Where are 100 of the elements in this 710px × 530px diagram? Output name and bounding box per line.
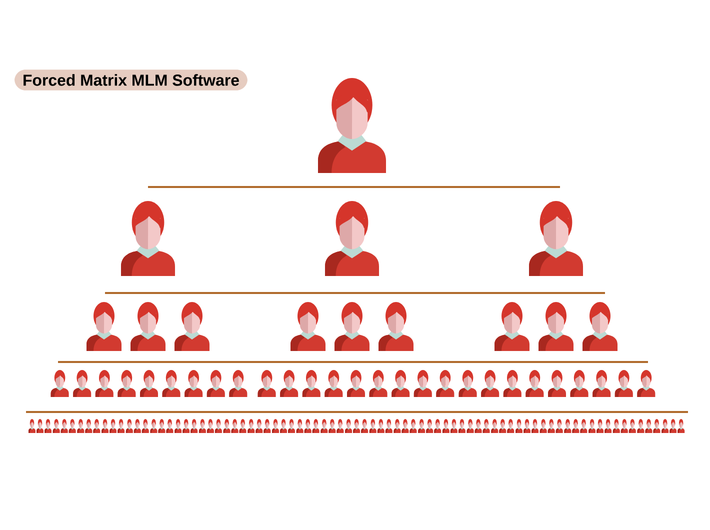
person-icon — [540, 418, 547, 433]
person-icon — [140, 370, 158, 397]
person-icon — [503, 370, 522, 397]
person-icon — [458, 370, 477, 397]
person-icon — [507, 418, 514, 433]
person-icon — [36, 418, 44, 433]
person-icon — [130, 302, 166, 351]
person-icon — [442, 418, 450, 433]
person-icon — [182, 418, 190, 433]
person-icon — [369, 418, 376, 433]
person-icon — [174, 302, 210, 351]
person-icon — [556, 418, 563, 433]
person-icon — [190, 418, 198, 433]
person-icon — [102, 418, 109, 433]
person-icon — [614, 370, 633, 397]
person-icon — [678, 418, 685, 433]
person-icon — [499, 418, 506, 433]
person-icon — [52, 418, 60, 433]
person-icon — [296, 418, 304, 433]
person-icon — [418, 418, 426, 433]
person-icon — [86, 302, 122, 351]
person-icon — [361, 418, 368, 433]
person-icon — [206, 418, 214, 433]
person-icon — [264, 418, 271, 433]
person-icon — [410, 418, 417, 433]
person-icon — [44, 418, 52, 433]
person-icon — [353, 418, 360, 433]
person-icon — [290, 302, 326, 351]
person-icon — [450, 418, 458, 433]
person-icon — [93, 418, 100, 433]
person-icon — [637, 370, 656, 397]
person-icon — [369, 370, 388, 397]
person-icon — [604, 418, 612, 433]
person-icon — [345, 418, 352, 433]
person-icon — [50, 370, 69, 397]
person-icon — [288, 418, 295, 433]
person-icon — [436, 370, 454, 397]
person-icon — [516, 418, 522, 433]
person-icon — [612, 418, 620, 433]
person-icon — [162, 370, 180, 397]
person-icon — [239, 418, 246, 433]
person-icon — [596, 418, 604, 433]
person-icon — [645, 418, 652, 433]
person-icon — [334, 302, 370, 351]
person-icon — [184, 370, 203, 397]
person-icon — [532, 418, 538, 433]
person-icon — [258, 370, 276, 397]
person-icon — [272, 418, 279, 433]
person-icon — [229, 370, 248, 397]
person-icon — [206, 370, 225, 397]
person-icon — [95, 370, 114, 397]
person-icon — [548, 370, 566, 397]
person-icon — [434, 418, 442, 433]
person-icon — [248, 418, 255, 433]
person-icon — [320, 418, 328, 433]
person-icon — [325, 201, 379, 276]
person-icon — [529, 201, 583, 276]
title: Forced Matrix MLM Software — [14, 70, 248, 90]
person-icon — [662, 418, 669, 433]
person-icon — [302, 370, 320, 397]
person-icon — [402, 418, 409, 433]
person-icon — [73, 370, 92, 397]
person-icon — [653, 418, 660, 433]
person-icon — [77, 418, 84, 433]
person-icon — [482, 418, 490, 433]
person-icon — [570, 370, 588, 397]
person-icon — [548, 418, 555, 433]
person-icon — [392, 370, 410, 397]
person-icon — [414, 370, 432, 397]
person-icon — [580, 418, 588, 433]
person-icon — [280, 370, 298, 397]
person-icon — [564, 418, 572, 433]
person-icon — [628, 418, 636, 433]
person-icon — [582, 302, 618, 351]
person-icon — [481, 370, 500, 397]
person-icon — [231, 418, 238, 433]
person-icon — [426, 418, 434, 433]
person-icon — [378, 302, 414, 351]
person-icon — [60, 418, 68, 433]
person-icon — [620, 418, 628, 433]
person-icon — [118, 418, 125, 433]
person-icon — [142, 418, 149, 433]
person-icon — [158, 418, 166, 433]
person-icon — [572, 418, 580, 433]
person-icon — [150, 418, 158, 433]
person-icon — [304, 418, 312, 433]
person-icon — [526, 370, 544, 397]
person-icon — [336, 418, 344, 433]
person-icon — [466, 418, 474, 433]
person-icon — [85, 418, 92, 433]
person-icon — [110, 418, 117, 433]
person-icon — [126, 418, 133, 433]
person-icon — [68, 418, 76, 433]
person-icon — [385, 418, 392, 433]
person-icon — [347, 370, 365, 397]
person-icon — [592, 370, 611, 397]
person-icon — [670, 418, 677, 433]
person-icon — [458, 418, 466, 433]
person-icon — [256, 418, 263, 433]
person-icon — [166, 418, 174, 433]
